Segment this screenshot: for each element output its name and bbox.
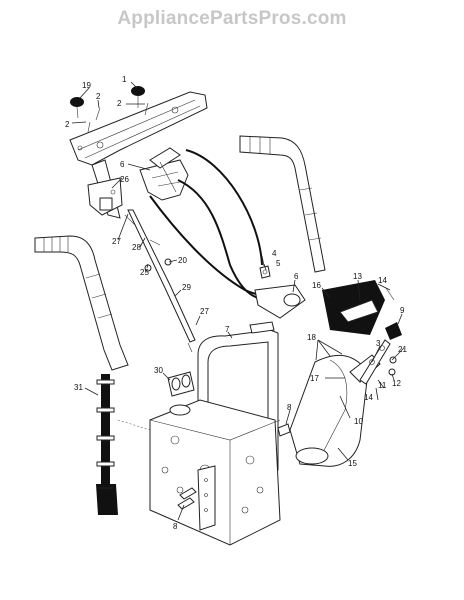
left-handle (34, 235, 129, 371)
callout-25: 25 (140, 268, 149, 277)
callout-2: 2 (65, 120, 70, 129)
callout-31: 31 (74, 383, 83, 392)
bolts-8 (177, 423, 291, 510)
knob-9 (385, 322, 402, 340)
callout-5: 5 (276, 259, 281, 268)
callout-1: 1 (122, 75, 127, 84)
callout-27: 27 (200, 307, 209, 316)
callout-4: 4 (272, 249, 277, 258)
callout-20: 20 (178, 256, 187, 265)
callout-2: 2 (117, 99, 122, 108)
callout-14: 14 (364, 393, 373, 402)
callout-12: 12 (392, 379, 401, 388)
callout-6: 6 (294, 272, 299, 281)
callout-2: 2 (96, 92, 101, 101)
callout-3: 3 (376, 339, 381, 348)
callout-15: 15 (348, 459, 357, 468)
callout-19: 19 (82, 81, 91, 90)
frame-plate (197, 465, 216, 531)
callout-30: 30 (154, 366, 163, 375)
deflector (322, 280, 395, 335)
leader-lines (71, 81, 405, 521)
chute-crank-bracket (254, 265, 306, 319)
callout-6: 6 (120, 160, 125, 169)
callout-11: 11 (378, 381, 387, 390)
shift-rod (124, 209, 196, 353)
callout-27: 27 (112, 237, 121, 246)
callout-28: 28 (132, 243, 141, 252)
callout-13: 13 (353, 272, 362, 281)
callout-8: 8 (287, 403, 292, 412)
callout-17: 17 (310, 374, 319, 383)
callout-labels: 1 19 2 2 2 6 26 27 28 20 25 4 5 6 29 27 … (65, 75, 407, 531)
dashboard-panel (69, 91, 208, 219)
callout-29: 29 (182, 283, 191, 292)
callout-7: 7 (225, 325, 230, 334)
callout-18: 18 (307, 333, 316, 342)
callout-8: 8 (173, 522, 178, 531)
right-handle (239, 135, 326, 273)
small-screws (87, 102, 149, 133)
callout-26: 26 (120, 175, 129, 184)
callout-9: 9 (400, 306, 405, 315)
callout-21: 21 (398, 345, 407, 354)
watermark: AppliancePartsPros.com (117, 8, 347, 29)
coupler (167, 371, 195, 397)
callout-14: 14 (378, 276, 387, 285)
callout-16: 16 (312, 281, 321, 290)
knob-19 (70, 97, 84, 119)
auger-shaft (96, 374, 118, 515)
shift-lever-housing (139, 147, 189, 201)
knob-1 (131, 86, 145, 108)
callout-10: 10 (354, 417, 363, 426)
